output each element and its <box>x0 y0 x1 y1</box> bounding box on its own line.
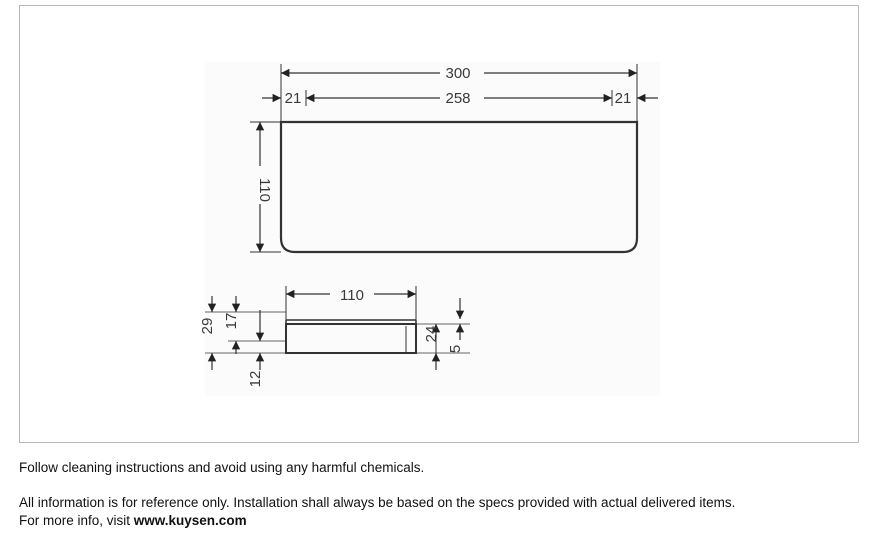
dim-shelf-depth: 110 <box>256 178 273 202</box>
shelf-top-view <box>279 120 639 254</box>
dim-inner-width: 258 <box>445 90 470 107</box>
dim-total-height: 29 <box>199 318 216 335</box>
shelf-front-view <box>285 323 417 354</box>
dim-overall-width: 300 <box>445 65 470 82</box>
cleaning-note: Follow cleaning instructions and avoid u… <box>19 460 425 475</box>
dim-shelf-thickness: 24 <box>423 326 440 343</box>
disclaimer-note: All information is for reference only. I… <box>19 495 736 510</box>
dim-lower-height: 12 <box>247 371 264 388</box>
dim-side-right: 21 <box>615 90 632 107</box>
more-info-line: For more info, visit www.kuysen.com <box>19 512 247 529</box>
dim-upper-height: 17 <box>223 313 240 330</box>
dim-side-left: 21 <box>285 90 302 107</box>
more-info-text: For more info, visit <box>19 513 134 528</box>
dim-lip-height: 5 <box>447 345 464 353</box>
dim-front-width: 110 <box>340 287 364 304</box>
drawing-background <box>205 62 660 396</box>
website-link[interactable]: www.kuysen.com <box>133 513 247 528</box>
